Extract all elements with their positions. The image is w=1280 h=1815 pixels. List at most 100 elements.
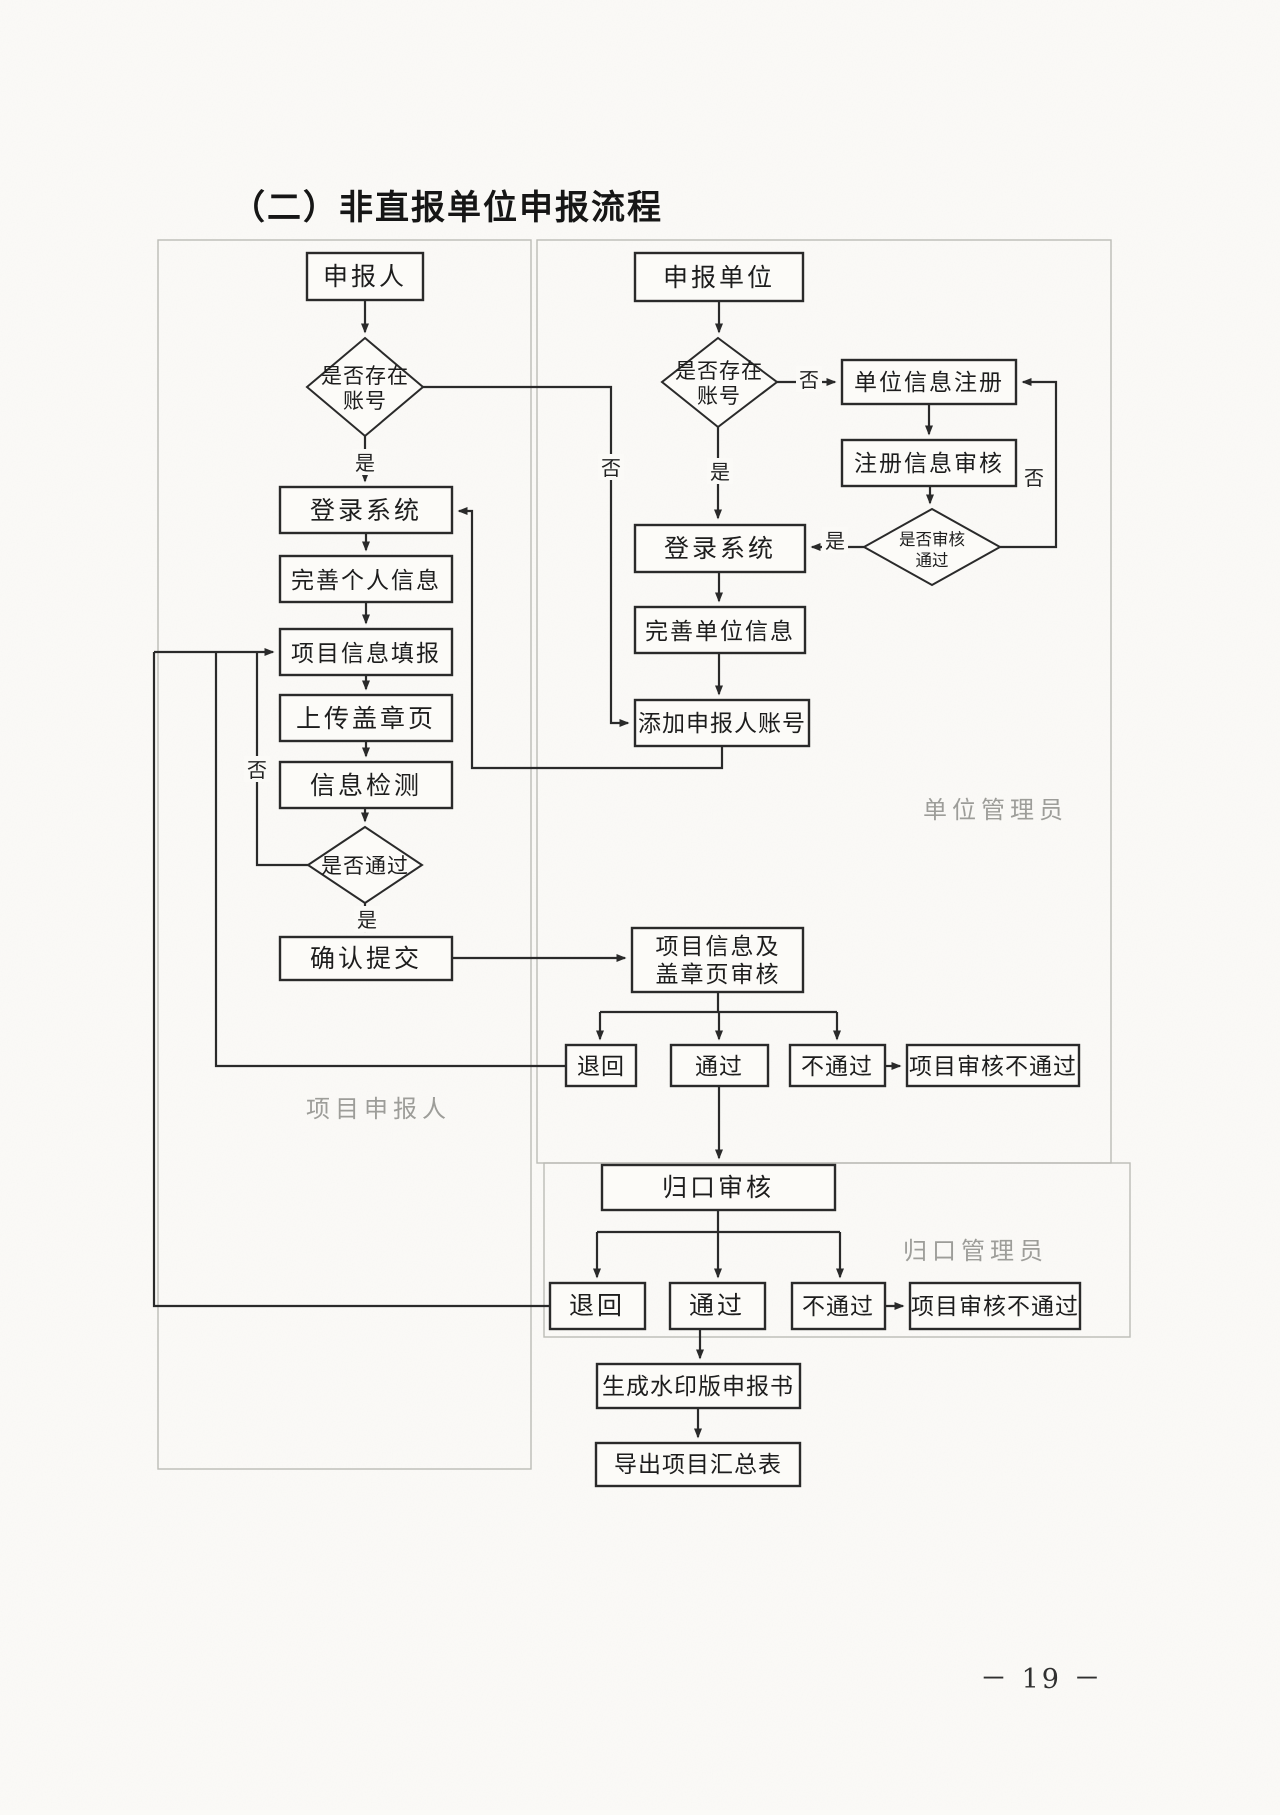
node-register-info-review: 注册信息审核 bbox=[840, 438, 1018, 488]
node-review-passed-line1: 是否审核 bbox=[899, 530, 965, 549]
label-review-yes-bg bbox=[822, 527, 848, 553]
node-add-applicant-account-box bbox=[633, 698, 811, 748]
edge-return1-feedback bbox=[214, 652, 566, 1068]
node-account-exists: 是否存在 账号 bbox=[305, 336, 425, 438]
region-label-unit-admin: 单位管理员 bbox=[923, 797, 1068, 824]
edge-passed-no-loop bbox=[255, 652, 308, 867]
label-unit-account-no-bg bbox=[796, 366, 822, 392]
node-review-passed: 是否审核 通过 bbox=[861, 507, 1003, 587]
node-generate-watermark-label: 生成水印版申报书 bbox=[602, 1373, 794, 1399]
label-account-yes-bg bbox=[352, 449, 378, 475]
region-applicant bbox=[157, 239, 532, 1470]
node-complete-personal-info-label: 完善个人信息 bbox=[291, 567, 441, 593]
node-fail1-label: 不通过 bbox=[801, 1053, 873, 1079]
node-export-summary: 导出项目汇总表 bbox=[594, 1441, 802, 1488]
node-centralized-review: 归口审核 bbox=[600, 1163, 837, 1212]
node-upload-stamped-page-box bbox=[278, 693, 454, 743]
node-applicant-unit: 申报单位 bbox=[633, 251, 805, 303]
label-passed-no-bg bbox=[244, 756, 270, 782]
page-title: （二）非直报单位申报流程 bbox=[231, 188, 663, 227]
edge-account-no-to-add-account bbox=[423, 385, 630, 727]
label-passed-yes: 是 bbox=[354, 906, 380, 932]
label-passed-no-text: 否 bbox=[247, 760, 267, 782]
node-centralized-review-box bbox=[600, 1163, 837, 1212]
label-review-no-bg bbox=[1021, 464, 1047, 490]
label-account-no-bg bbox=[598, 454, 624, 480]
node-account-exists-line2: 账号 bbox=[343, 390, 387, 413]
node-review-passed-shape bbox=[861, 507, 1003, 587]
node-unit-info-register-label: 单位信息注册 bbox=[854, 369, 1004, 395]
node-pass2-label: 通过 bbox=[689, 1292, 745, 1320]
node-complete-unit-info-box bbox=[633, 605, 807, 655]
label-review-yes: 是 bbox=[822, 527, 848, 553]
label-account-no-text: 否 bbox=[601, 458, 621, 480]
label-review-no-text: 否 bbox=[1024, 468, 1044, 490]
node-centralized-review-label: 归口审核 bbox=[662, 1174, 774, 1202]
node-unit-account-exists: 是否存在 账号 bbox=[660, 336, 779, 429]
node-fail2: 不通过 bbox=[790, 1281, 887, 1331]
edge-return2-feedback bbox=[152, 652, 550, 1308]
node-export-summary-box bbox=[594, 1441, 802, 1488]
node-add-applicant-account-label: 添加申报人账号 bbox=[638, 710, 806, 736]
node-review-failed1-box bbox=[905, 1043, 1081, 1088]
label-account-yes: 是 bbox=[352, 449, 378, 475]
node-unit-login: 登录系统 bbox=[633, 523, 807, 574]
node-fill-project-info: 项目信息填报 bbox=[278, 627, 454, 677]
node-fail1-box bbox=[788, 1043, 887, 1088]
node-unit-login-label: 登录系统 bbox=[664, 535, 776, 563]
node-pass1: 通过 bbox=[669, 1043, 770, 1088]
label-account-no: 否 bbox=[598, 454, 624, 480]
label-unit-account-yes-bg bbox=[707, 458, 733, 484]
node-check-passed: 是否通过 bbox=[306, 825, 424, 905]
node-fill-project-info-box bbox=[278, 627, 454, 677]
node-applicant-unit-label: 申报单位 bbox=[663, 264, 775, 292]
node-applicant-label: 申报人 bbox=[323, 263, 407, 291]
label-account-yes-text: 是 bbox=[355, 453, 375, 475]
region-label-applicant: 项目申报人 bbox=[306, 1096, 451, 1123]
node-applicant: 申报人 bbox=[305, 251, 425, 302]
node-review-failed2-label: 项目审核不通过 bbox=[911, 1293, 1079, 1319]
node-register-info-review-box bbox=[840, 438, 1018, 488]
node-upload-stamped-page-label: 上传盖章页 bbox=[296, 705, 436, 733]
node-fail1: 不通过 bbox=[788, 1043, 887, 1088]
node-login-box bbox=[278, 485, 454, 535]
node-generate-watermark: 生成水印版申报书 bbox=[595, 1362, 802, 1410]
label-passed-yes-bg bbox=[354, 906, 380, 932]
region-label-centralized-admin: 归口管理员 bbox=[903, 1238, 1048, 1265]
label-unit-account-no: 否 bbox=[796, 366, 822, 392]
node-info-check-label: 信息检测 bbox=[310, 772, 422, 800]
node-complete-personal-info-box bbox=[278, 554, 454, 604]
region-centralized-admin bbox=[543, 1162, 1131, 1338]
node-upload-stamped-page: 上传盖章页 bbox=[278, 693, 454, 743]
node-applicant-unit-box bbox=[633, 251, 805, 303]
page-number: － 19 － bbox=[980, 1664, 1104, 1695]
label-review-yes-text: 是 bbox=[825, 531, 845, 553]
node-fail2-box bbox=[790, 1281, 887, 1331]
edge-review-no-to-register bbox=[1000, 378, 1058, 549]
node-review-failed2-box bbox=[908, 1281, 1082, 1331]
edge-add-account-to-applicant-login bbox=[457, 507, 724, 770]
node-return1-label: 退回 bbox=[577, 1053, 625, 1079]
node-project-review-line2: 盖章页审核 bbox=[656, 961, 781, 987]
node-unit-login-box bbox=[633, 523, 807, 574]
node-complete-personal-info: 完善个人信息 bbox=[278, 554, 454, 604]
node-pass2: 通过 bbox=[668, 1281, 767, 1331]
node-project-review-line1: 项目信息及 bbox=[656, 933, 781, 959]
label-unit-account-yes: 是 bbox=[707, 458, 733, 484]
node-info-check-box bbox=[278, 760, 454, 810]
node-register-info-review-label: 注册信息审核 bbox=[854, 450, 1004, 476]
node-complete-unit-info: 完善单位信息 bbox=[633, 605, 807, 655]
node-account-exists-line1: 是否存在 bbox=[321, 365, 409, 388]
node-confirm-submit: 确认提交 bbox=[278, 935, 454, 982]
node-fail2-label: 不通过 bbox=[802, 1293, 874, 1319]
node-return2-box bbox=[548, 1281, 647, 1331]
node-export-summary-label: 导出项目汇总表 bbox=[614, 1451, 782, 1477]
node-unit-account-exists-line2: 账号 bbox=[697, 385, 741, 408]
node-info-check: 信息检测 bbox=[278, 760, 454, 810]
node-confirm-submit-label: 确认提交 bbox=[310, 945, 422, 973]
node-review-passed-line2: 通过 bbox=[916, 551, 949, 570]
node-login: 登录系统 bbox=[278, 485, 454, 535]
node-pass1-label: 通过 bbox=[695, 1053, 743, 1079]
node-unit-info-register: 单位信息注册 bbox=[840, 358, 1018, 406]
